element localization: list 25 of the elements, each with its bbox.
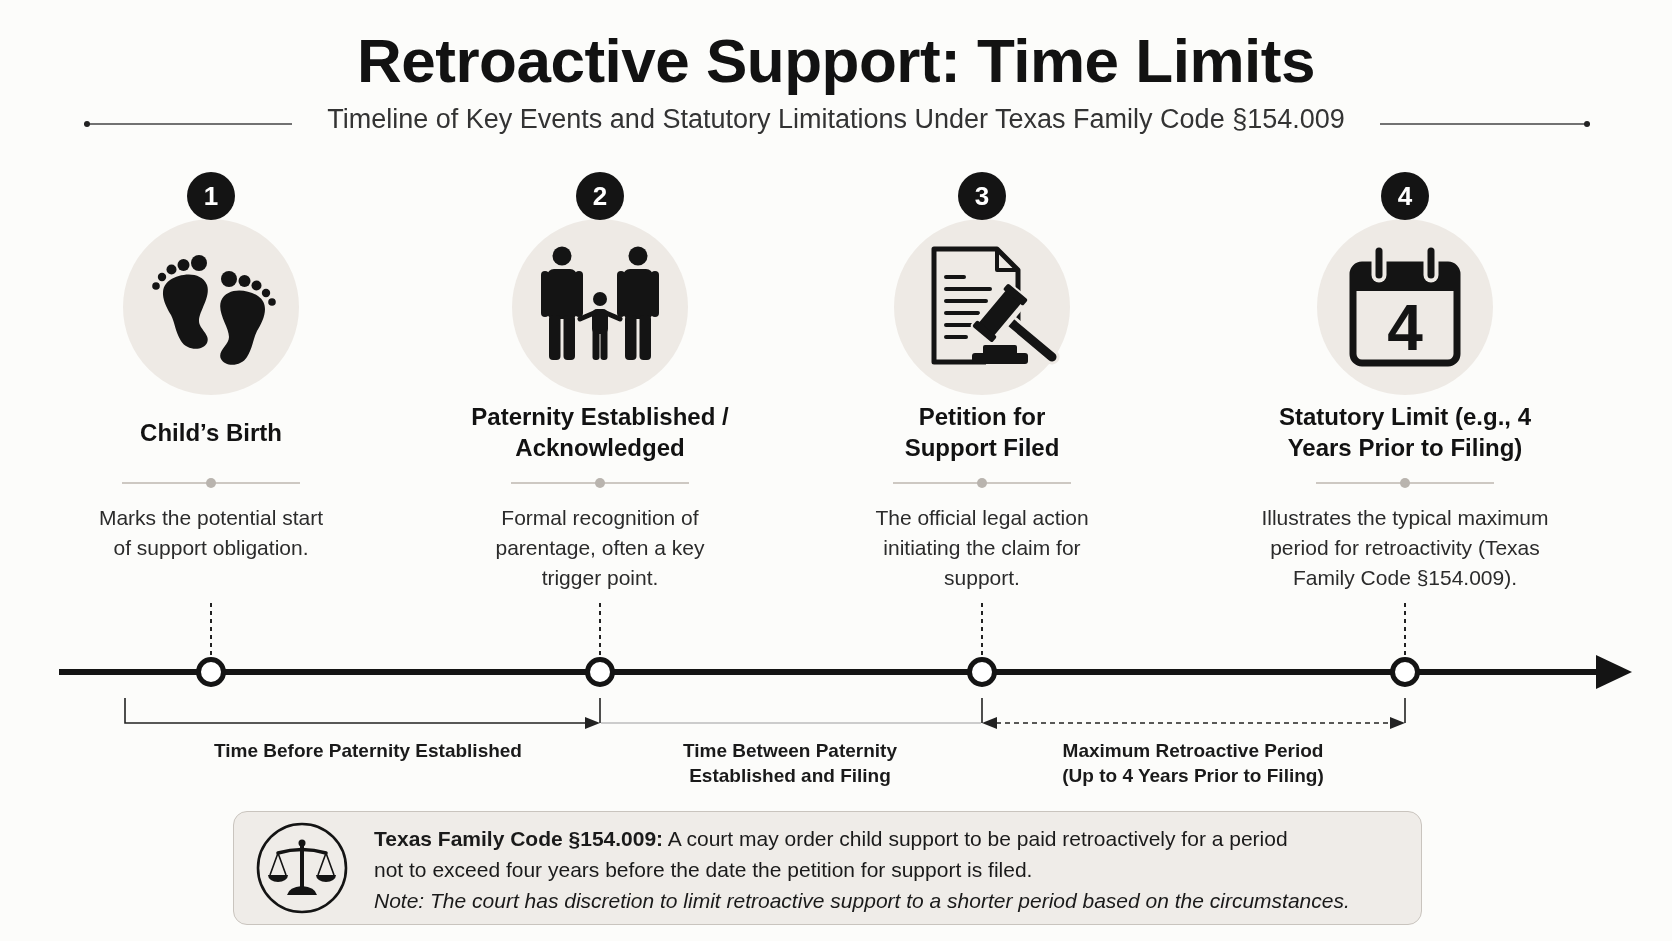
event-description: The official legal action initiating the claim for support. [874, 505, 1090, 591]
event-description: Illustrates the typical maximum period for retroactivity (Texas Family Code §154.009). [1260, 505, 1550, 591]
subtitle: Timeline of Key Events and Statutory Limitations Under Texas Family Code §154.009 [327, 103, 1345, 135]
title: Retroactive Support: Time Limits [357, 26, 1315, 96]
period-label: Time Between Paternity Established and Filing [682, 739, 898, 788]
period-label: Maximum Retroactive Period (Up to 4 Years Prior to Filing) [1061, 739, 1325, 788]
event-description: Formal recognition of parentage, often a key trigger point. [494, 505, 706, 591]
calendar-icon: 4 [1317, 219, 1493, 395]
step-number-badge: 3 [958, 172, 1006, 220]
leader-line [981, 602, 983, 658]
period-label: Time Before Paternity Established [214, 739, 522, 763]
leader-line [599, 602, 601, 658]
step-number-badge: 1 [187, 172, 235, 220]
leader-line [210, 602, 212, 658]
leader-line [1404, 602, 1406, 658]
event-heading: Paternity Established / Acknowledged [470, 402, 730, 463]
note-text: Note: The court has discretion to limit retroactive support to a shorter period based on the circumstances. [374, 888, 1350, 914]
info-panel [233, 811, 1422, 925]
event-heading: Child’s Birth [140, 417, 282, 448]
event-heading: Statutory Limit (e.g., 4 Years Prior to Filing) [1278, 402, 1532, 463]
step-number-badge: 4 [1381, 172, 1429, 220]
event-description: Marks the potential start of support obligation. [97, 505, 325, 561]
step-number-badge: 2 [576, 172, 624, 220]
statute-text: Texas Family Code §154.009: A court may order child support to be paid retroactively for a period not to exceed four years before the date the petition for support is filed. [374, 826, 1289, 883]
event-heading: Petition for Support Filed [903, 402, 1061, 463]
